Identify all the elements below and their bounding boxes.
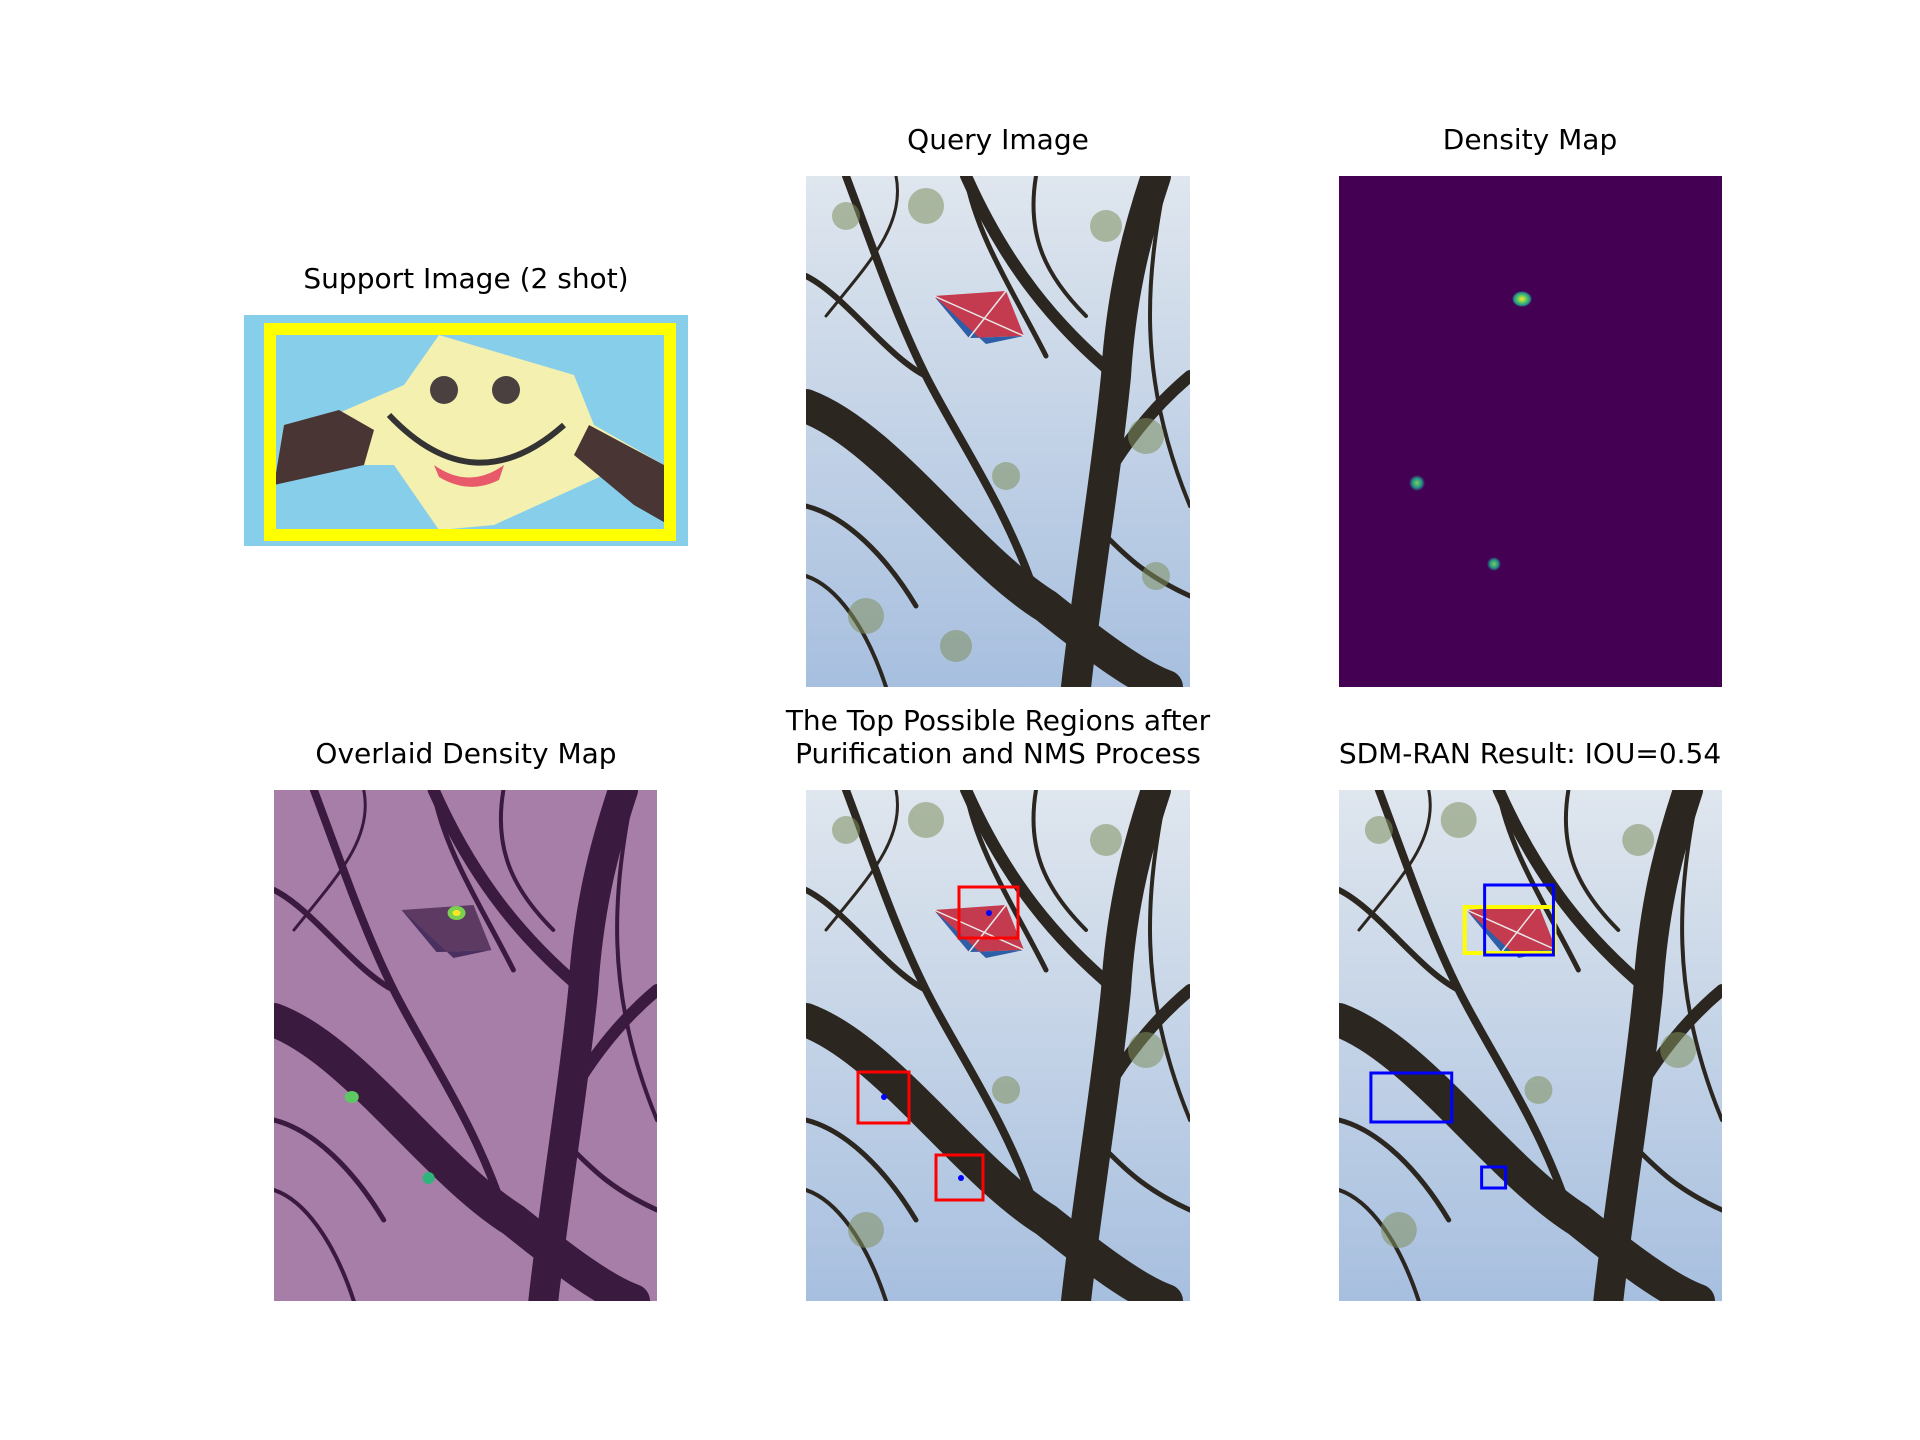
top-regions-title-line2: Purification and NMS Process	[795, 737, 1201, 770]
query-image-title: Query Image	[907, 123, 1089, 156]
density-map-title: Density Map	[1442, 123, 1618, 156]
sdm-ran-result-title: SDM-RAN Result: IOU=0.54	[1338, 737, 1722, 770]
prediction-box-3	[1480, 1165, 1508, 1190]
density-peak-2	[1409, 475, 1425, 491]
overlaid-density-map	[274, 790, 657, 1301]
top-regions-image	[806, 790, 1190, 1301]
density-peak-1	[1512, 291, 1532, 307]
top-regions-title-line1: The Top Possible Regions after	[785, 704, 1211, 737]
proposal-box-3	[934, 1153, 985, 1202]
prediction-box-2	[1369, 1071, 1454, 1124]
sdm-ran-result-image	[1339, 790, 1722, 1301]
density-peak-3	[1487, 557, 1501, 571]
query-image	[806, 176, 1190, 687]
support-image-title: Support Image (2 shot)	[303, 262, 629, 295]
proposal-box-1	[957, 885, 1020, 940]
support-image	[244, 315, 688, 546]
overlaid-density-map-title: Overlaid Density Map	[315, 737, 617, 770]
density-map	[1339, 176, 1722, 687]
prediction-box-1	[1483, 883, 1555, 957]
proposal-box-2	[856, 1070, 911, 1125]
